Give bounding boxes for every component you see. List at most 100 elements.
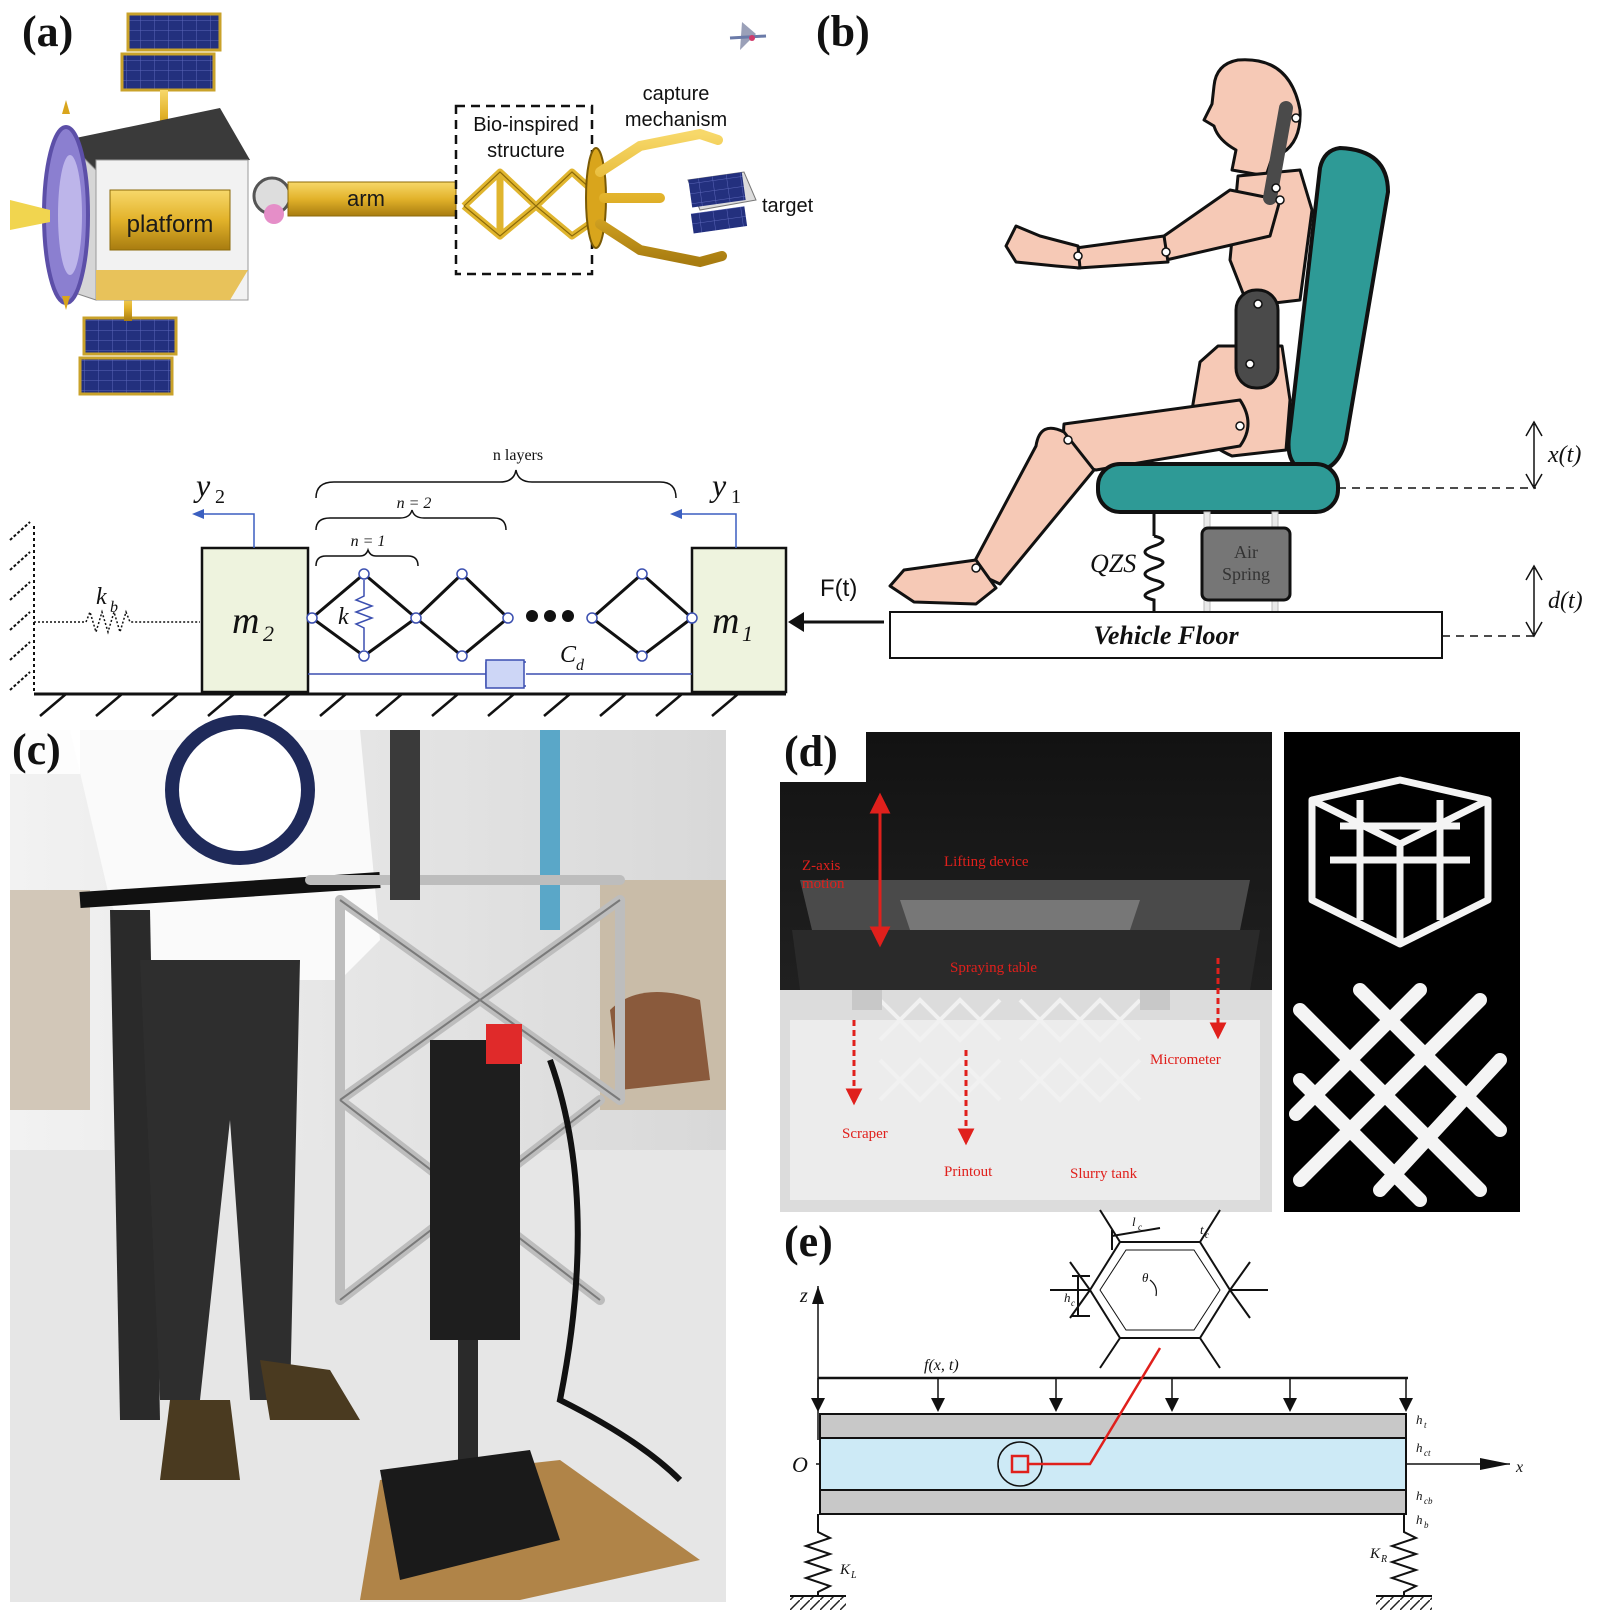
small-spacecraft-icon (729, 22, 767, 50)
label-ht-sub: t (1424, 1420, 1427, 1430)
mechanical-model: k b m 2 m 1 y 2 y 1 n layers n = 2 (9, 447, 884, 717)
label-spraying: Spraying table (950, 960, 1037, 976)
solar-panels (78, 12, 222, 396)
label-z-motion-1: Z-axis (802, 858, 840, 874)
target-satellite: target (687, 171, 814, 234)
panel-c: (c) (10, 715, 726, 1602)
label-k: k (338, 604, 349, 630)
label-force: F(t) (820, 575, 857, 602)
robot-arm: arm (252, 176, 457, 224)
label-lifting: Lifting device (944, 854, 1029, 870)
label-hcb: h (1416, 1488, 1423, 1503)
label-y2: y (193, 467, 211, 503)
label-kr-sub: R (1380, 1554, 1387, 1565)
label-tc-sub: c (1205, 1230, 1209, 1240)
label-theta: θ (1142, 1270, 1149, 1285)
label-arm: arm (347, 186, 385, 211)
label-z-motion-2: motion (802, 876, 845, 892)
trousers (140, 960, 300, 1400)
printed-lattice (878, 997, 1142, 1103)
label-scraper: Scraper (842, 1126, 888, 1142)
air-spring (1200, 526, 1292, 602)
label-kl: K (839, 1562, 851, 1578)
label-n-layers: n layers (493, 447, 543, 464)
bio-inspired-structure: Bio-inspired structure (454, 104, 595, 276)
label-ht: h (1416, 1412, 1423, 1427)
label-y1: y (709, 467, 727, 503)
label-d: d(t) (1548, 588, 1583, 614)
label-kl-sub: L (850, 1570, 857, 1581)
panel-label-c: (c) (12, 725, 61, 774)
seat-cushion (1096, 462, 1340, 514)
label-hc-sub: c (1071, 1298, 1075, 1308)
jackhammer (430, 1040, 520, 1340)
label-kr: K (1369, 1546, 1381, 1562)
label-y1-sub: 1 (731, 486, 741, 508)
panel-b: (b) QZS Air S (816, 7, 1583, 659)
label-micrometer: Micrometer (1150, 1052, 1221, 1068)
panel-a: (a) platform arm (9, 7, 884, 717)
bottom-face-sheet (819, 1489, 1407, 1515)
label-hct-sub: ct (1424, 1448, 1431, 1458)
label-capture-1: capture (643, 83, 710, 105)
label-kb: k (96, 584, 107, 610)
label-bio-2: structure (487, 140, 565, 162)
satellite-platform: platform (10, 100, 250, 310)
honeycomb-cell-detail (1050, 1209, 1268, 1369)
label-origin: O (792, 1452, 808, 1477)
panel-label-e: (e) (784, 1217, 833, 1266)
label-x-axis: x (1515, 1459, 1523, 1476)
label-m2: m (232, 600, 259, 642)
panel-label-a: (a) (22, 7, 73, 56)
label-cd-sub: d (576, 657, 585, 674)
label-tc: t (1200, 1222, 1204, 1237)
crash-dummy (888, 58, 1314, 606)
label-printout: Printout (944, 1164, 993, 1180)
spring-kl (802, 1514, 834, 1596)
label-air-2: Spring (1222, 564, 1270, 584)
label-m1-sub: 1 (742, 621, 753, 646)
label-m2-sub: 2 (263, 621, 274, 646)
panel-label-d: (d) (784, 727, 838, 776)
label-load: f(x, t) (924, 1357, 959, 1374)
lattice-specimen-bottom (1289, 983, 1507, 1207)
label-target: target (762, 195, 814, 217)
label-air-1: Air (1234, 542, 1258, 562)
mass-m2 (200, 546, 310, 694)
label-hct: h (1416, 1440, 1423, 1455)
label-hb: h (1416, 1512, 1423, 1527)
label-floor: Vehicle Floor (1093, 621, 1239, 650)
label-n2: n = 2 (397, 495, 432, 512)
label-slurry: Slurry tank (1070, 1166, 1138, 1182)
tshirt-logo (165, 715, 315, 865)
label-z-axis: z (799, 1285, 808, 1307)
capture-mechanism: capture mechanism (585, 83, 727, 268)
label-hcb-sub: cb (1424, 1496, 1433, 1506)
label-cd: C (560, 642, 577, 668)
label-hc: h (1064, 1290, 1071, 1305)
honeycomb-core (819, 1437, 1407, 1491)
neck-bar (1263, 101, 1293, 205)
panel-d: Z-axis motion Lifting device Spraying ta… (780, 727, 1520, 1212)
label-capture-2: mechanism (625, 109, 727, 131)
spring-kr (1388, 1514, 1420, 1596)
label-qzs: QZS (1090, 549, 1136, 578)
lattice-specimen-top (1308, 776, 1492, 948)
label-x: x(t) (1547, 442, 1581, 468)
label-lc-sub: c (1138, 1222, 1142, 1232)
qzs-spring (1143, 512, 1165, 612)
label-m1: m (712, 600, 739, 642)
label-n1: n = 1 (351, 533, 386, 550)
label-hb-sub: b (1424, 1520, 1429, 1530)
vehicle-floor (889, 611, 1443, 659)
label-bio-1: Bio-inspired (473, 114, 579, 136)
panel-e: (e) z x O f(x, t) h t h ct (784, 1209, 1523, 1610)
label-kb-sub: b (110, 599, 118, 616)
label-y2-sub: 2 (215, 486, 225, 508)
mass-m1 (690, 546, 788, 694)
panel-label-b: (b) (816, 7, 870, 56)
label-platform: platform (127, 211, 214, 238)
lattice-photo (1284, 732, 1520, 1212)
label-lc: l (1132, 1214, 1136, 1229)
